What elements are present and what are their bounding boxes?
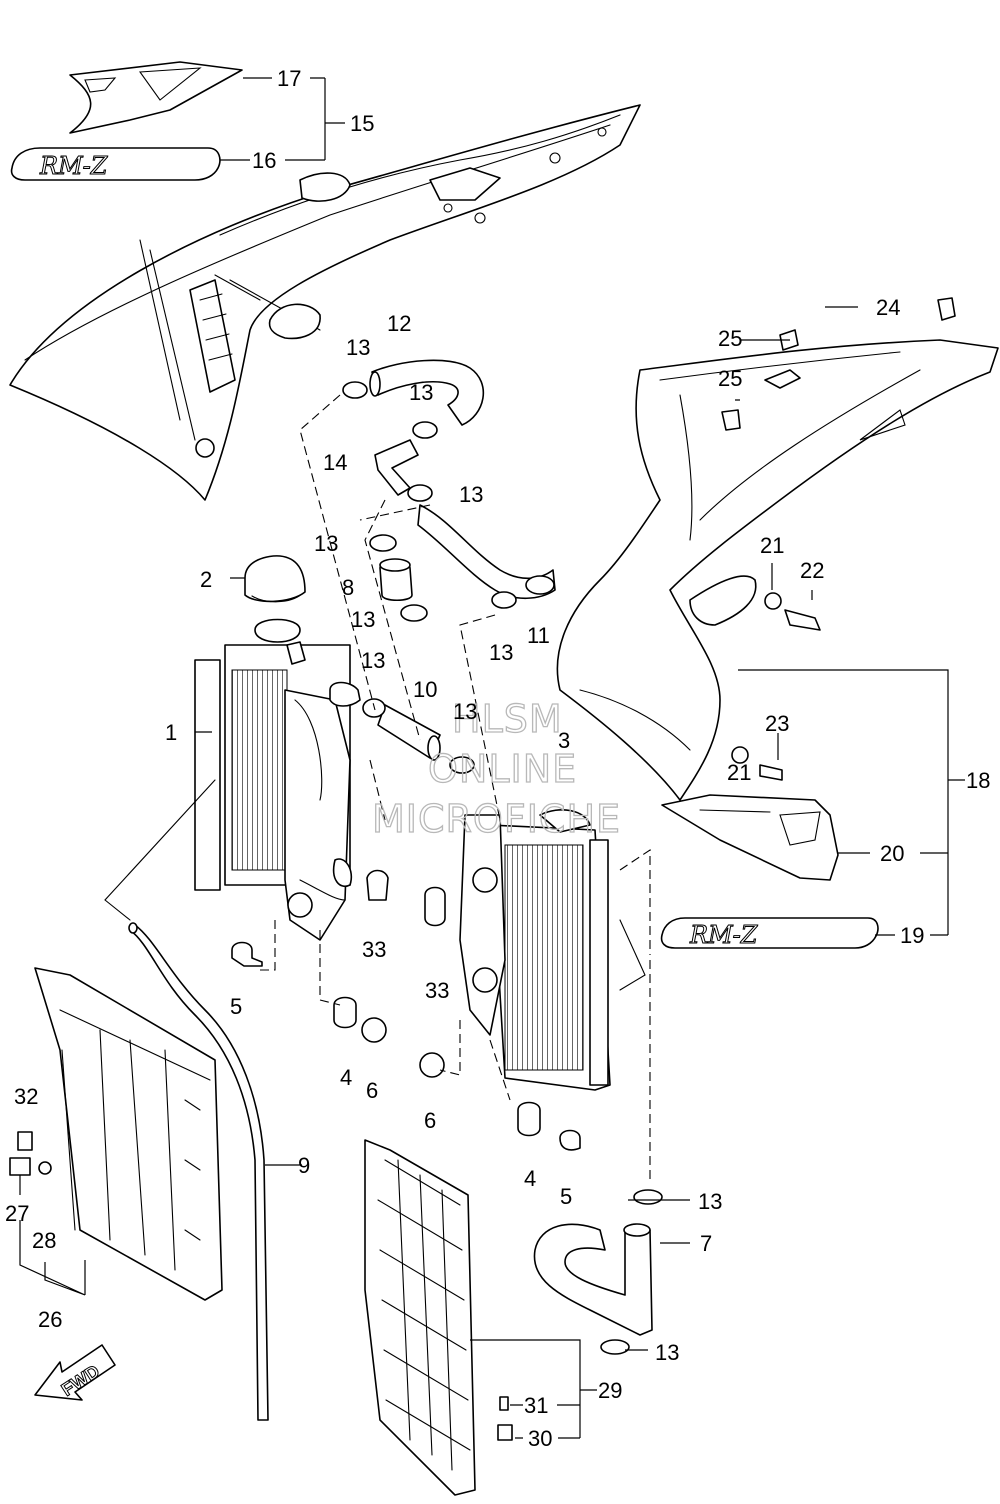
hose-9 — [128, 922, 269, 1421]
callout-21: 21 — [760, 533, 784, 558]
radiator-guard-right — [364, 1139, 476, 1496]
decal-19-rmz: RM-Z — [660, 917, 879, 950]
callout-8: 8 — [342, 575, 354, 600]
radiator-cap — [244, 555, 306, 665]
callout-5: 5 — [230, 994, 242, 1019]
right-radiator-shroud — [556, 339, 999, 801]
callout-13: 13 — [698, 1189, 722, 1214]
callout-13: 13 — [351, 607, 375, 632]
callout-4: 4 — [340, 1065, 352, 1090]
callout-17: 17 — [277, 66, 301, 91]
callout-3: 3 — [558, 728, 570, 753]
callout-6: 6 — [424, 1108, 436, 1133]
hose-8 — [379, 558, 413, 602]
watermark-line-1: HLSM — [452, 697, 563, 741]
left-radiator — [194, 644, 361, 941]
decal-20 — [661, 794, 839, 881]
fwd-arrow: FWD — [34, 1344, 116, 1401]
decal-16-text: RM-Z — [39, 152, 109, 180]
watermark-line-3: MICROFICHE — [372, 797, 621, 841]
decal-19-text: RM-Z — [689, 921, 759, 949]
callout-23: 23 — [765, 711, 789, 736]
callout-14: 14 — [323, 450, 347, 475]
callout-21: 21 — [727, 760, 751, 785]
hose-7 — [533, 1223, 653, 1336]
callout-13: 13 — [361, 648, 385, 673]
clamps — [342, 381, 663, 1355]
callout-1: 1 — [165, 720, 177, 745]
joint-14 — [374, 439, 419, 496]
hose-10 — [377, 704, 441, 761]
right-radiator — [459, 809, 611, 1091]
callout-18: 18 — [966, 768, 990, 793]
callout-19: 19 — [900, 923, 924, 948]
callout-28: 28 — [32, 1228, 56, 1253]
watermark: HLSM ONLINE MICROFICHE — [371, 696, 621, 841]
radiator-guard-left — [34, 967, 223, 1301]
callout-26: 26 — [38, 1307, 62, 1332]
callout-10: 10 — [413, 677, 437, 702]
callout-11: 11 — [527, 623, 550, 648]
callout-20: 20 — [880, 841, 904, 866]
callout-13: 13 — [314, 531, 338, 556]
callout-27: 27 — [5, 1201, 29, 1226]
callout-2: 2 — [200, 567, 212, 592]
callouts: 1 2 3 4 4 5 5 6 6 7 8 9 10 11 12 13 13 1… — [5, 66, 990, 1451]
left-radiator-shroud — [9, 104, 641, 501]
callout-33: 33 — [362, 937, 386, 962]
watermark-line-2: ONLINE — [428, 747, 577, 791]
callout-13: 13 — [459, 482, 483, 507]
callout-30: 30 — [528, 1426, 552, 1451]
callout-13: 13 — [409, 380, 433, 405]
callout-24: 24 — [876, 295, 900, 320]
callout-13: 13 — [489, 640, 513, 665]
callout-32: 32 — [14, 1084, 38, 1109]
hose-11 — [417, 504, 556, 600]
callout-13: 13 — [453, 699, 477, 724]
callout-25: 25 — [718, 326, 742, 351]
callout-7: 7 — [700, 1231, 712, 1256]
decal-16-rmz: RM-Z — [10, 147, 221, 181]
callout-12: 12 — [387, 311, 411, 336]
callout-29: 29 — [598, 1378, 622, 1403]
callout-4: 4 — [524, 1166, 536, 1191]
callout-22: 22 — [800, 558, 824, 583]
hose-12 — [369, 359, 485, 426]
leader-lines — [19, 77, 965, 1439]
callout-16: 16 — [252, 148, 276, 173]
callout-5: 5 — [560, 1184, 572, 1209]
callout-33: 33 — [425, 978, 449, 1003]
callout-13: 13 — [346, 335, 370, 360]
decal-17 — [69, 61, 243, 134]
callout-31: 31 — [524, 1393, 548, 1418]
callout-25: 25 — [718, 366, 742, 391]
callout-13: 13 — [655, 1340, 679, 1365]
callout-15: 15 — [350, 111, 374, 136]
callout-6: 6 — [366, 1078, 378, 1103]
callout-9: 9 — [298, 1153, 310, 1178]
dashed-lines — [104, 394, 651, 1180]
